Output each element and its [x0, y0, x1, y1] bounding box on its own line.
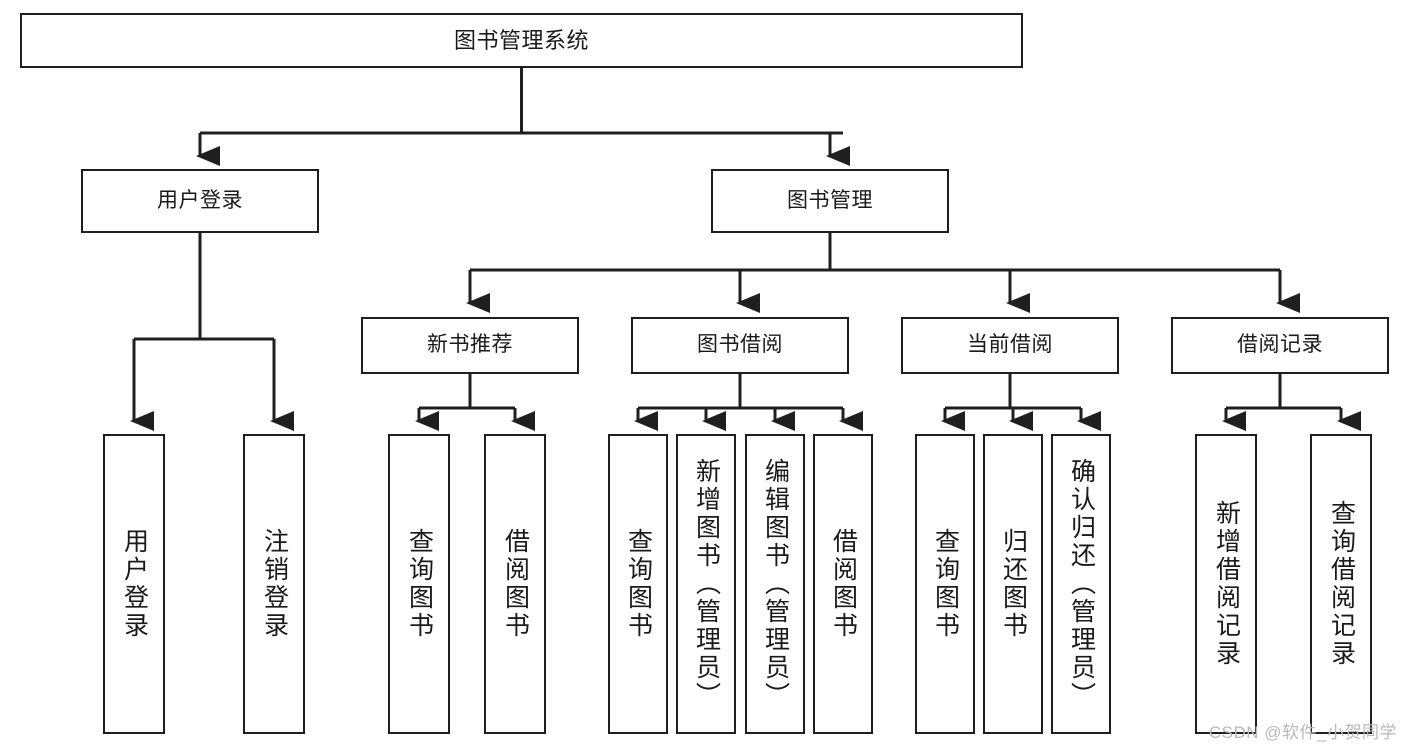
node-label: 新增图书（管理员） [692, 458, 721, 710]
node-label: 注销登录 [260, 528, 289, 640]
leaf-borrow-book[interactable]: 借阅图书 [813, 434, 873, 734]
node-book-management[interactable]: 图书管理 [711, 169, 949, 233]
node-current-borrowing[interactable]: 当前借阅 [901, 317, 1119, 374]
node-label: 查询图书 [931, 528, 960, 640]
node-borrowing-records[interactable]: 借阅记录 [1171, 317, 1389, 374]
leaf-edit-book-admin[interactable]: 编辑图书（管理员） [745, 434, 805, 734]
leaf-query-borrowing-record[interactable]: 查询借阅记录 [1310, 434, 1372, 734]
leaf-add-borrowing-record[interactable]: 新增借阅记录 [1195, 434, 1257, 734]
node-label: 借阅图书 [501, 528, 530, 640]
node-label: 新增借阅记录 [1212, 500, 1241, 668]
leaf-add-book-admin[interactable]: 新增图书（管理员） [676, 434, 736, 734]
node-label: 查询借阅记录 [1327, 500, 1356, 668]
leaf-confirm-return-admin[interactable]: 确认归还（管理员） [1051, 434, 1111, 734]
node-label: 编辑图书（管理员） [761, 458, 790, 710]
leaf-query-book-recommendation[interactable]: 查询图书 [388, 434, 450, 734]
node-label: 图书借阅 [697, 333, 783, 357]
node-label: 借阅图书 [829, 528, 858, 640]
leaf-query-book-current[interactable]: 查询图书 [915, 434, 975, 734]
node-label: 确认归还（管理员） [1067, 458, 1096, 710]
node-book-management-system[interactable]: 图书管理系统 [20, 13, 1023, 68]
leaf-logout[interactable]: 注销登录 [243, 434, 305, 734]
leaf-query-book-borrowing[interactable]: 查询图书 [608, 434, 668, 734]
node-label: 用户登录 [120, 528, 149, 640]
node-label: 图书管理系统 [453, 27, 589, 53]
node-label: 借阅记录 [1237, 333, 1323, 357]
node-label: 用户登录 [157, 188, 243, 212]
node-label: 当前借阅 [967, 333, 1053, 357]
node-user-login[interactable]: 用户登录 [81, 169, 319, 233]
leaf-borrow-book-recommendation[interactable]: 借阅图书 [484, 434, 546, 734]
leaf-user-login[interactable]: 用户登录 [103, 434, 165, 734]
node-label: 新书推荐 [427, 333, 513, 357]
node-label: 查询图书 [624, 528, 653, 640]
node-label: 图书管理 [787, 188, 873, 212]
csdn-watermark: CSDN @软件_小贺同学 [1208, 723, 1397, 742]
node-book-borrowing[interactable]: 图书借阅 [631, 317, 849, 374]
node-new-book-recommendation[interactable]: 新书推荐 [361, 317, 579, 374]
node-label: 查询图书 [405, 528, 434, 640]
node-label: 归还图书 [999, 528, 1028, 640]
leaf-return-book[interactable]: 归还图书 [983, 434, 1043, 734]
